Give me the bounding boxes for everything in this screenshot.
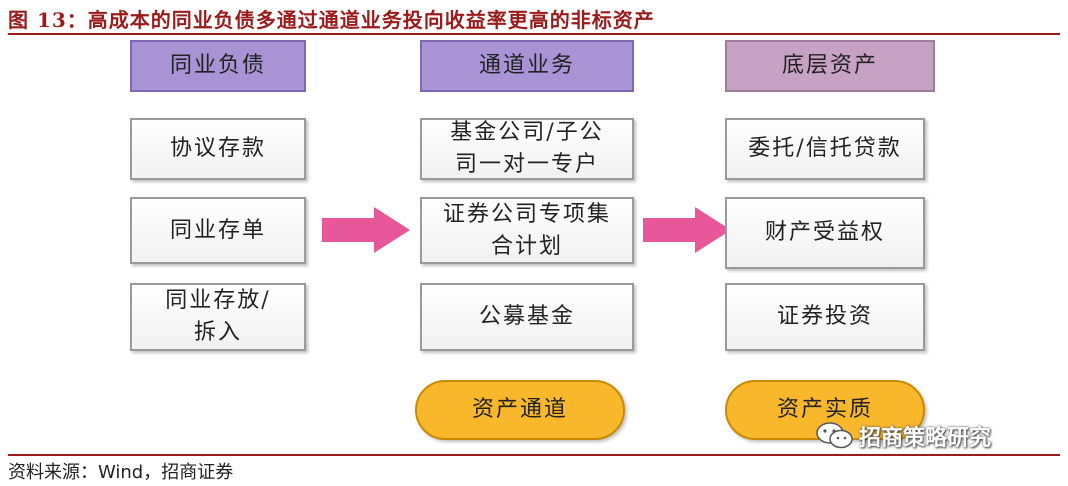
box-fund-subsidiary-account: 基金公司/子公 司一对一专户 (420, 118, 634, 180)
header-channel-business: 通道业务 (420, 40, 634, 92)
pill-asset-channel: 资产通道 (415, 380, 625, 440)
watermark: 招商策略研究 (815, 420, 991, 452)
box-securities-asset-plan: 证券公司专项集 合计划 (420, 197, 634, 264)
figure-title: 图 13：高成本的同业负债多通过通道业务投向收益率更高的非标资产 (8, 8, 655, 32)
box-securities-investment: 证券投资 (725, 283, 925, 351)
box-interbank-cd: 同业存单 (130, 197, 306, 264)
source-divider (8, 454, 1060, 456)
box-public-fund: 公募基金 (420, 283, 634, 351)
header-underlying-assets: 底层资产 (725, 40, 935, 92)
source-note: 资料来源：Wind，招商证券 (8, 462, 234, 483)
arrow-right-icon (643, 207, 731, 253)
box-interbank-deposits-lending: 同业存放/ 拆入 (130, 283, 306, 351)
arrow-shape-2 (643, 207, 731, 253)
box-agreement-deposits: 协议存款 (130, 118, 306, 180)
watermark-text: 招商策略研究 (859, 426, 992, 451)
box-property-beneficiary-rights: 财产受益权 (725, 197, 925, 269)
box-entrusted-trust-loans: 委托/信托贷款 (725, 118, 925, 180)
wechat-icon (816, 422, 853, 449)
arrow-shape-1 (322, 207, 410, 253)
header-interbank-liabilities: 同业负债 (130, 40, 306, 92)
arrow-right-icon (322, 207, 410, 253)
title-divider (8, 33, 1060, 35)
